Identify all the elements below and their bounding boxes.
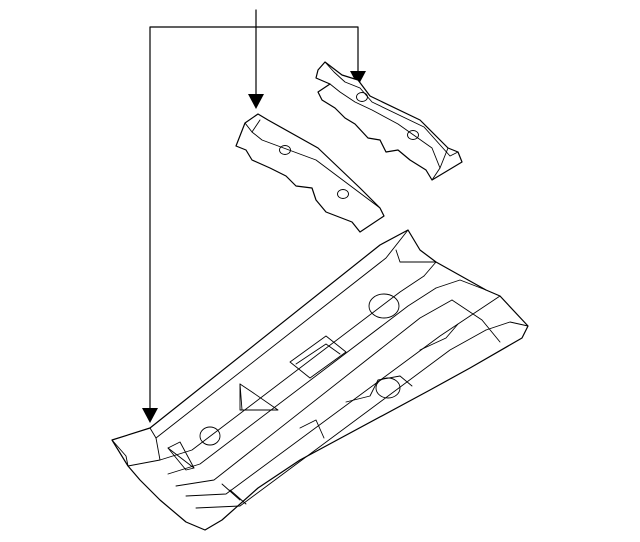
- arrowhead-rear-bracket: [350, 71, 366, 86]
- rear-bracket-hole-2: [407, 130, 419, 140]
- arrowhead-front-bracket: [248, 94, 264, 109]
- leader-line-top: [149, 26, 359, 411]
- front-cross-member-bracket: [235, 113, 385, 233]
- floor-pan-hole-small: [199, 426, 221, 446]
- floor-pan-hole-large: [368, 293, 400, 319]
- floor-pan-rect-cutout: [289, 335, 347, 379]
- rear-cross-member-bracket: [315, 61, 463, 181]
- front-bracket-hole-1: [279, 145, 291, 155]
- floor-pan: [111, 229, 529, 531]
- arrowhead-floor-pan: [142, 408, 158, 423]
- leader-lines: [142, 9, 366, 423]
- front-bracket-hole-2: [337, 189, 349, 199]
- rear-bracket-hole-1: [356, 92, 368, 102]
